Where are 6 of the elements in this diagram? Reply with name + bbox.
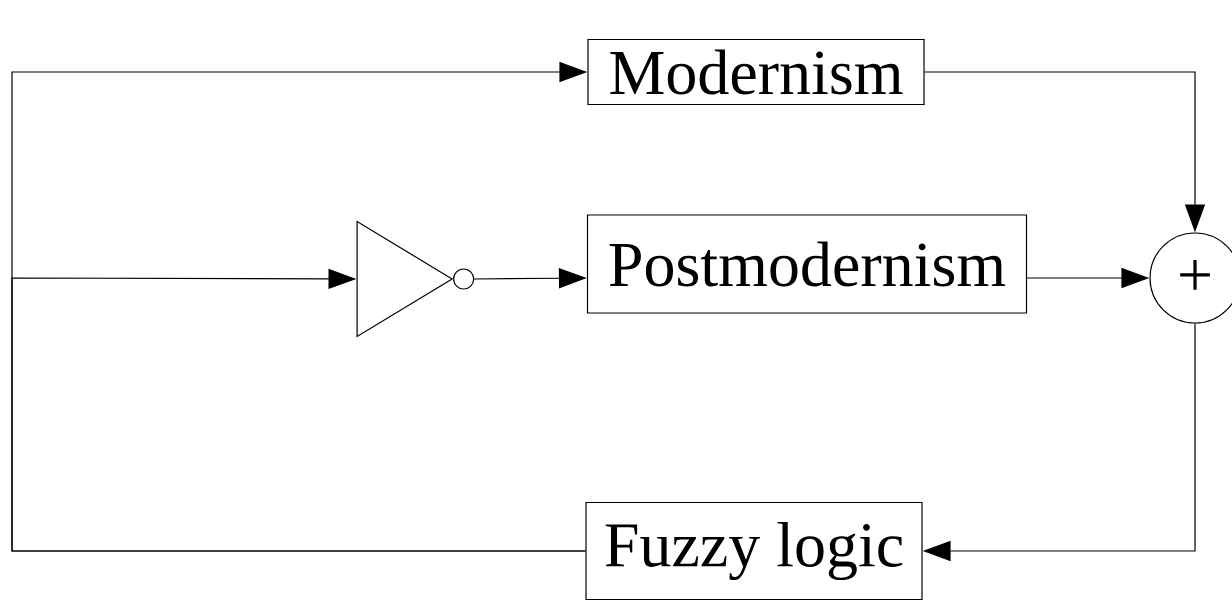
process-box: Fuzzy logic: [585, 501, 923, 600]
not-gate-symbol: [356, 220, 475, 338]
process-box: Modernism: [587, 38, 925, 106]
arrow: [11, 268, 586, 552]
summing-junction: +: [1149, 232, 1232, 324]
process-box: Postmodernism: [586, 214, 1028, 314]
